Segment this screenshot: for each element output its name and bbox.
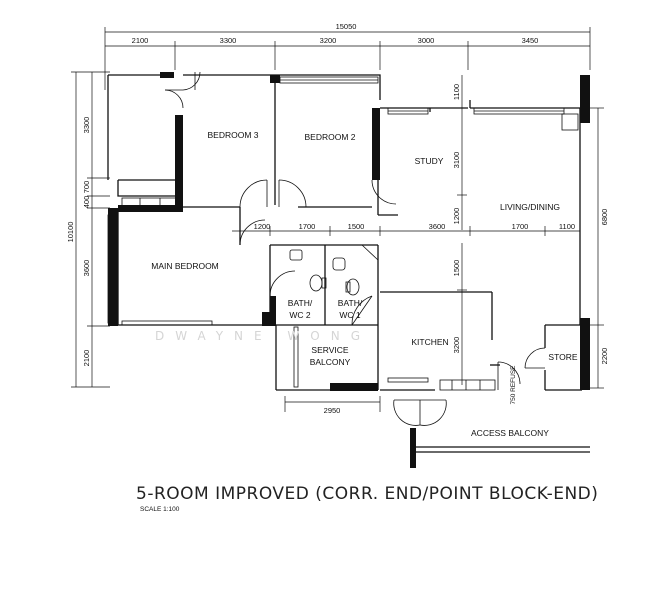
fixtures [289,249,360,296]
basin-wc1 [332,257,346,271]
dim-row-2: 1700 [299,222,316,231]
toilet-wc2 [309,274,323,292]
dim-top-1: 2100 [132,36,149,45]
dim-left-2: 700 [82,181,91,194]
dim-right-2: 2200 [600,348,609,365]
dim-study-side: 3100 [452,152,461,169]
dim-left-5: 2100 [82,350,91,367]
room-kitchen: KITCHEN [411,337,448,347]
room-bath-wc1-line2: WC 1 [339,310,361,320]
dim-top-2: 3300 [220,36,237,45]
dimension-lines [71,27,604,412]
room-living-dining: LIVING/DINING [500,202,560,212]
dim-study-top: 1100 [452,84,461,100]
dim-top-5: 3450 [522,36,539,45]
dim-kitchen-side: 3200 [452,337,461,354]
dim-study-bottom: 1200 [452,208,461,225]
structural-walls [108,72,590,468]
room-service-balcony-line1: SERVICE [311,345,348,355]
room-bath-wc1-line1: BATH/ [338,298,363,308]
dim-service-width: 2950 [324,406,341,415]
room-bedroom-2: BEDROOM 2 [304,132,355,142]
dim-store-door: 750 REFUSE [510,365,517,405]
room-store: STORE [548,352,577,362]
doors [164,71,546,426]
room-bath-wc2-line1: BATH/ [288,298,313,308]
room-access-balcony: ACCESS BALCONY [471,428,549,438]
room-bath-wc2-line2: WC 2 [289,310,311,320]
plan-scale: SCALE 1:100 [140,506,180,513]
dim-row-6: 1100 [559,222,575,231]
plan-title: 5-ROOM IMPROVED (CORR. END/POINT BLOCK-E… [136,484,598,504]
dim-left-4: 3600 [82,260,91,277]
room-service-balcony-line2: BALCONY [310,357,351,367]
dim-kitchen-top: 1500 [452,260,461,277]
dim-left-outer: 10100 [66,222,75,243]
dim-right-1: 6800 [600,209,609,226]
dim-top-4: 3000 [418,36,435,45]
dim-left-3: 400 [82,196,91,209]
basin-wc2 [289,249,303,261]
dim-overall-width: 15050 [336,22,357,31]
watermark: DWAYNE WONG [155,329,371,343]
room-labels: BEDROOM 3 BEDROOM 2 STUDY LIVING/DINING … [151,130,578,438]
room-study: STUDY [415,156,444,166]
room-bedroom-3: BEDROOM 3 [207,130,258,140]
room-main-bedroom: MAIN BEDROOM [151,261,219,271]
dim-row-1: 1200 [254,222,271,231]
dim-row-5: 1700 [512,222,529,231]
toilet-wc1 [346,278,360,296]
dim-top-3: 3200 [320,36,337,45]
dim-left-1: 3300 [82,117,91,134]
dim-row-3: 1500 [348,222,365,231]
dimension-labels: 15050 2100 3300 3200 3000 3450 10100 330… [66,22,609,415]
dim-row-4: 3600 [429,222,446,231]
